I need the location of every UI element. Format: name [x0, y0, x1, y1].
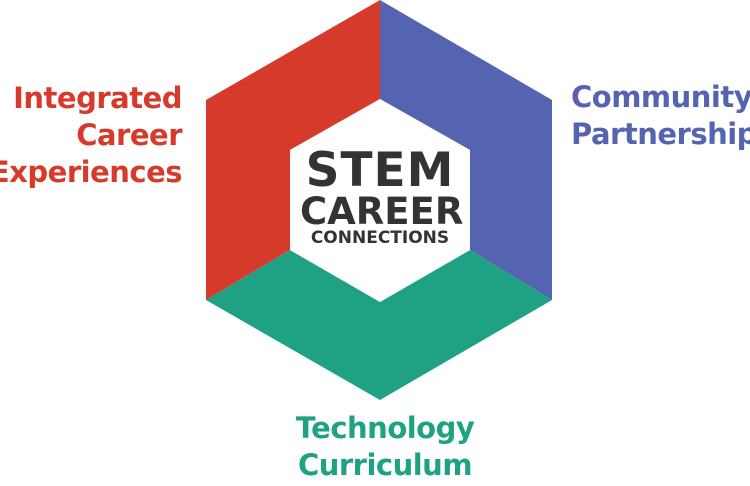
- label-left-line: Experiences: [0, 155, 183, 189]
- segment-community-partnership: [380, 0, 552, 300]
- segment-technology-curriculum: [206, 250, 552, 400]
- segment-integrated-career-experiences: [206, 0, 380, 300]
- label-left-line: Career: [76, 118, 182, 152]
- label-community-partnership: Community Partnership: [571, 79, 750, 153]
- label-left-line: Integrated: [13, 81, 182, 115]
- label-bottom-line: Curriculum: [297, 448, 473, 482]
- label-technology-curriculum: Technology Curriculum: [0, 410, 750, 484]
- label-right-line: Partnership: [571, 117, 750, 151]
- label-integrated-career-experiences: Integrated Career Experiences: [0, 80, 183, 191]
- logo-career-text: CAREER: [300, 190, 464, 233]
- label-right-line: Community: [571, 80, 750, 114]
- center-hexagon: [290, 99, 470, 302]
- logo-stem-text: STEM: [305, 143, 455, 198]
- logo-connections-text: CONNECTIONS: [310, 228, 450, 248]
- label-bottom-line: Technology: [295, 411, 475, 445]
